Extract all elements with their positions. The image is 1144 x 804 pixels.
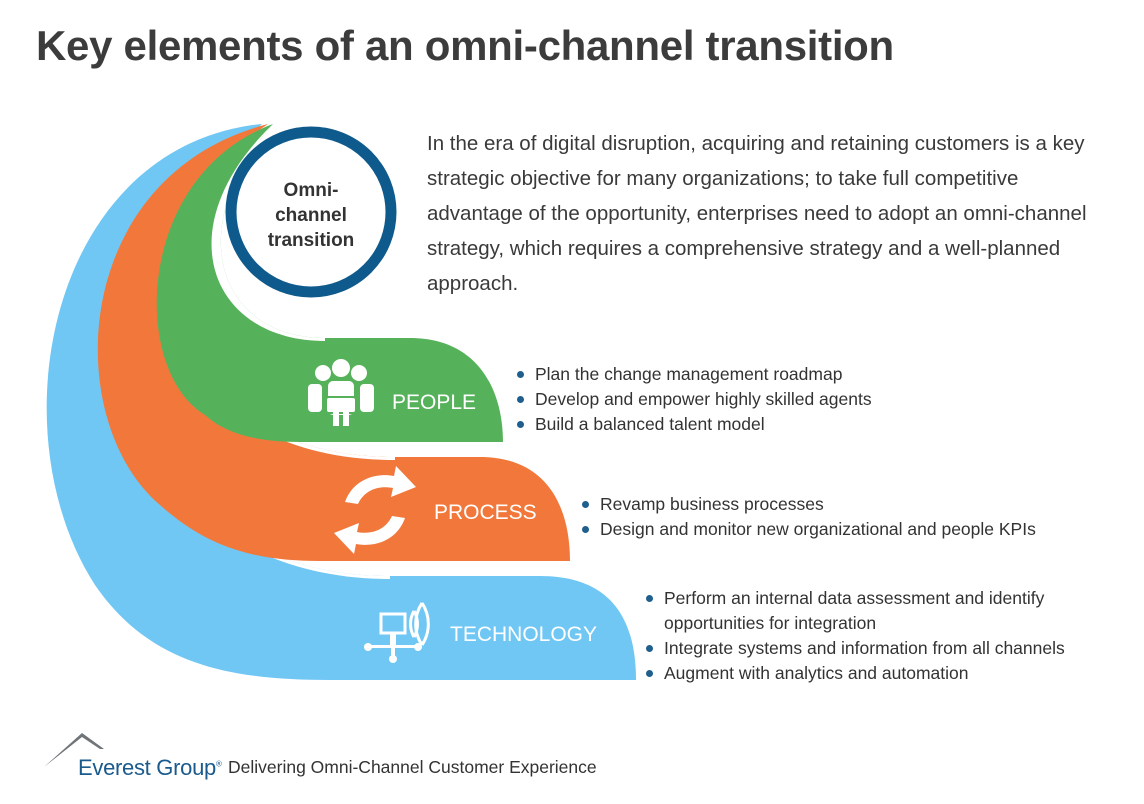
people-group-icon bbox=[308, 359, 374, 426]
center-line-1: Omni- bbox=[284, 180, 339, 201]
center-line-3: transition bbox=[268, 230, 355, 251]
mountain-logo-icon bbox=[44, 733, 104, 767]
center-line-2: channel bbox=[275, 205, 347, 226]
brand-name: Everest Group® bbox=[78, 755, 222, 780]
list-item: Plan the change management roadmap bbox=[515, 362, 872, 387]
list-item: Design and monitor new organizational an… bbox=[580, 517, 1036, 542]
trademark-mark: ® bbox=[215, 759, 222, 769]
refresh-arrows-icon bbox=[334, 466, 416, 554]
list-item: Perform an internal data assessment and … bbox=[644, 586, 1065, 636]
technology-label: TECHNOLOGY bbox=[450, 623, 597, 646]
intro-paragraph: In the era of digital disruption, acquir… bbox=[427, 132, 1087, 295]
list-item: Develop and empower highly skilled agent… bbox=[515, 387, 872, 412]
technology-bullets: Perform an internal data assessment and … bbox=[644, 586, 1065, 686]
footer-tagline: Delivering Omni-Channel Customer Experie… bbox=[228, 757, 597, 777]
footer: Everest Group® Delivering Omni-Channel C… bbox=[42, 733, 742, 783]
people-band bbox=[156, 124, 503, 442]
people-bullets: Plan the change management roadmap Devel… bbox=[515, 362, 872, 437]
list-item: Integrate systems and information from a… bbox=[644, 636, 1065, 661]
list-item-line-1: Perform an internal data assessment and … bbox=[664, 588, 1045, 608]
process-label: PROCESS bbox=[434, 501, 537, 524]
page-title: Key elements of an omni-channel transiti… bbox=[36, 22, 894, 69]
technology-band bbox=[46, 124, 637, 680]
center-ring-stroke bbox=[225, 126, 397, 298]
people-label: PEOPLE bbox=[392, 391, 476, 414]
process-band bbox=[97, 124, 571, 561]
list-item: Revamp business processes bbox=[580, 492, 1036, 517]
process-bullets: Revamp business processes Design and mon… bbox=[580, 492, 1036, 542]
networked-computer-icon bbox=[364, 602, 430, 663]
list-item-line-2: opportunities for integration bbox=[664, 613, 877, 633]
list-item: Build a balanced talent model bbox=[515, 412, 872, 437]
list-item: Augment with analytics and automation bbox=[644, 661, 1065, 686]
